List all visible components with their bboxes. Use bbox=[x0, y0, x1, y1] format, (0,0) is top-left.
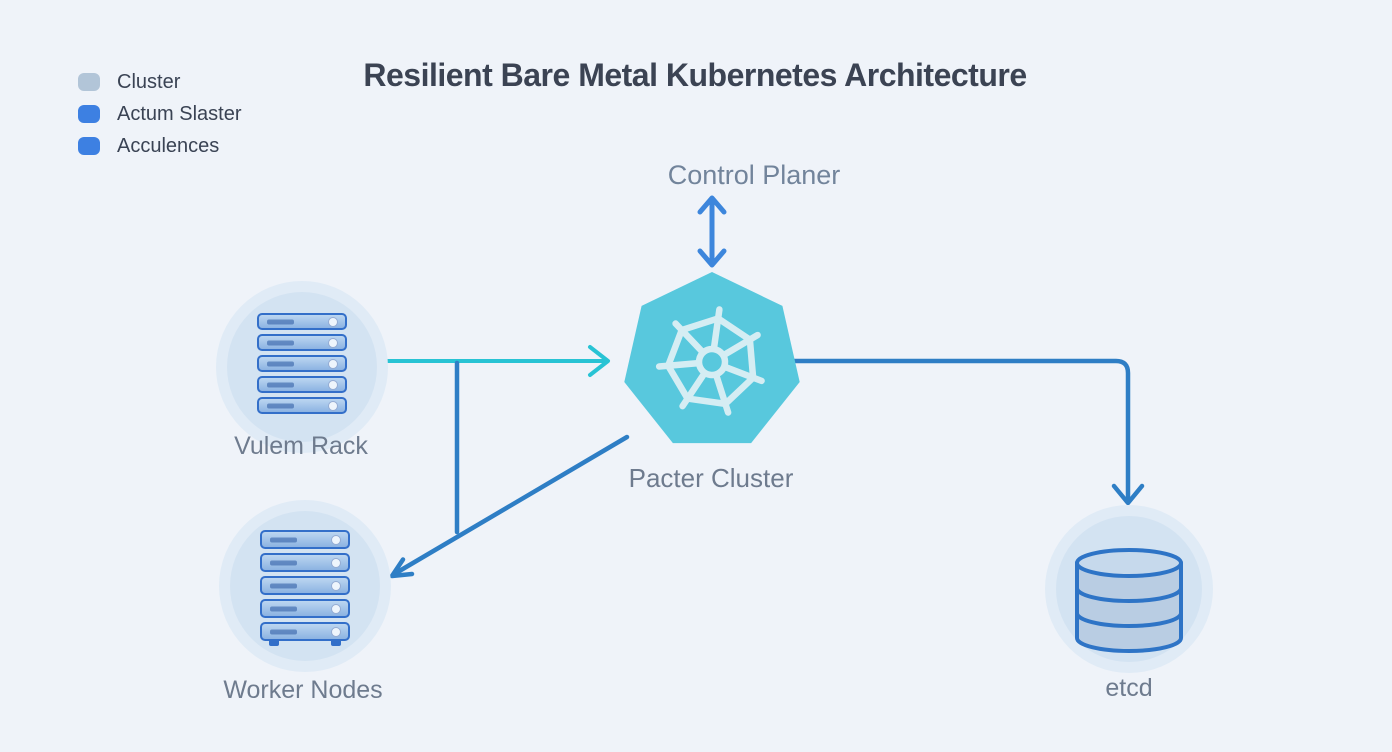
server-unit bbox=[257, 334, 347, 351]
rack-to-k8s-arrow bbox=[376, 345, 610, 377]
legend-label: Acculences bbox=[117, 134, 220, 157]
worker-nodes-label: Worker Nodes bbox=[223, 676, 383, 704]
legend-swatch-icon bbox=[78, 73, 100, 91]
worker-nodes-node bbox=[230, 511, 380, 661]
server-unit bbox=[257, 355, 347, 372]
legend-label: Actum Slaster bbox=[117, 102, 242, 125]
server-rack-icon bbox=[260, 530, 350, 646]
legend-swatch-icon bbox=[78, 105, 100, 123]
etcd-node bbox=[1056, 516, 1202, 662]
k8s-cluster-label: Pacter Cluster bbox=[628, 463, 794, 493]
legend: Cluster Actum Slaster Acculences bbox=[78, 66, 241, 162]
vulem-rack-label: Vulem Rack bbox=[234, 432, 368, 460]
kubernetes-wheel-icon bbox=[655, 306, 765, 416]
server-unit bbox=[257, 397, 347, 414]
server-unit bbox=[257, 313, 347, 330]
legend-item-acculences: Acculences bbox=[78, 130, 241, 162]
legend-swatch-icon bbox=[78, 137, 100, 155]
server-unit bbox=[260, 553, 350, 572]
diagram-title: Resilient Bare Metal Kubernetes Architec… bbox=[363, 57, 1027, 93]
legend-label: Cluster bbox=[117, 70, 181, 93]
server-unit bbox=[260, 576, 350, 595]
server-unit bbox=[260, 530, 350, 549]
etcd-label: etcd bbox=[1105, 674, 1153, 702]
server-unit bbox=[257, 376, 347, 393]
kubernetes-heptagon-icon bbox=[624, 272, 800, 444]
legend-item-cluster: Cluster bbox=[78, 66, 241, 98]
control-plane-arrow bbox=[697, 195, 727, 268]
control-plane-label: Control Planer bbox=[667, 160, 841, 190]
k8s-to-workers-arrow bbox=[389, 434, 630, 579]
server-rack-icon bbox=[257, 313, 347, 418]
vulem-rack-node bbox=[227, 292, 377, 442]
server-unit bbox=[260, 622, 350, 646]
server-unit bbox=[260, 599, 350, 618]
legend-item-actum-slaster: Actum Slaster bbox=[78, 98, 241, 130]
database-cylinder-icon bbox=[1075, 548, 1183, 653]
k8s-to-etcd-arrow bbox=[791, 358, 1145, 506]
